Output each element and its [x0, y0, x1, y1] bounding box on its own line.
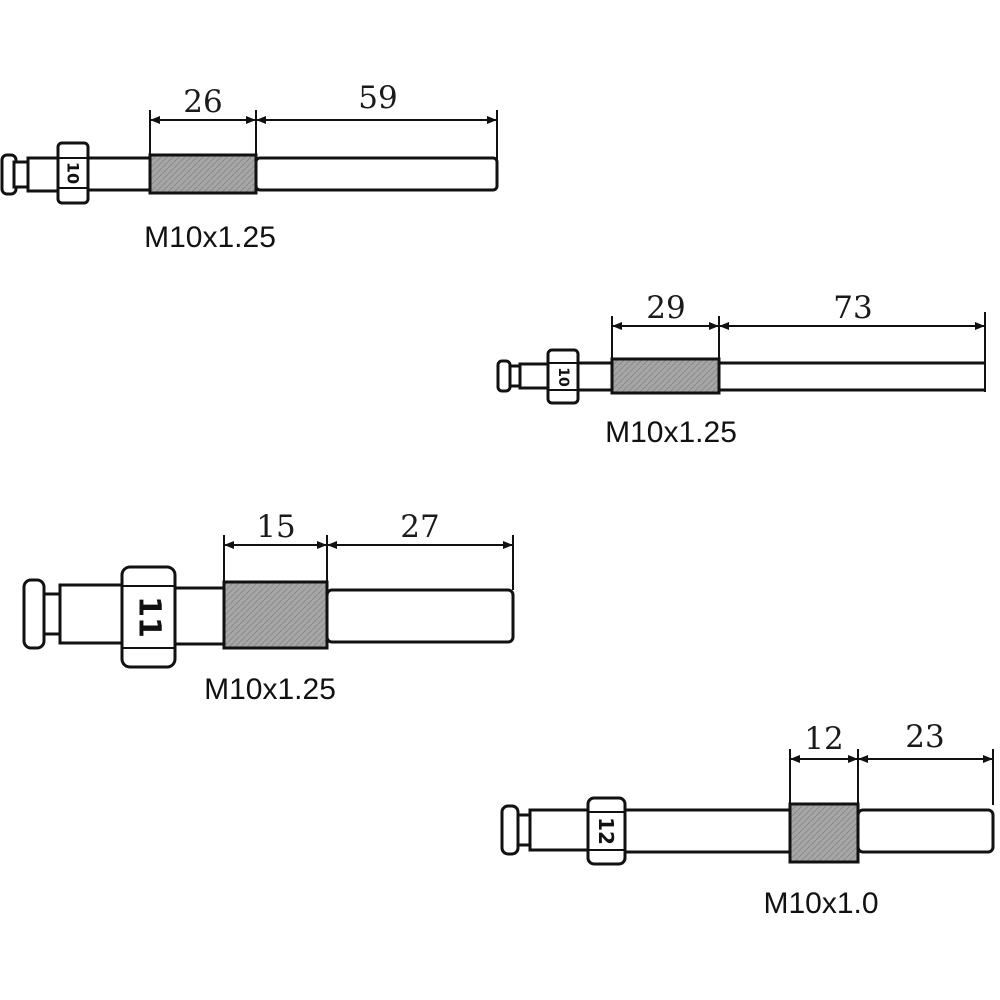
tool-4-thread [788, 802, 860, 864]
tool-3: 15 27 11 M10x1.25 [22, 509, 515, 706]
tool-2-body [496, 348, 985, 405]
tool-3-thread-length: 15 [256, 509, 295, 545]
tool-3-body [22, 565, 515, 669]
tool-2-dimension-lines [611, 312, 986, 392]
tool-4-body [500, 796, 995, 866]
tool-1-thread-length: 26 [183, 84, 222, 120]
tool-3-dimension-lines [223, 535, 514, 590]
tool-4: 12 23 12 M10x1.0 [500, 719, 995, 920]
tool-1-spec: M10x1.25 [144, 221, 276, 254]
tool-4-thread-length: 12 [804, 721, 843, 757]
tool-4-dimension-lines [789, 749, 994, 805]
tool-2: 29 73 10 M10x1.25 [496, 290, 986, 449]
tool-3-shaft-length: 27 [400, 509, 439, 545]
tool-1-shaft-length: 59 [358, 80, 397, 116]
tool-2-thread [610, 357, 721, 395]
tool-2-spec: M10x1.25 [605, 416, 737, 449]
tool-3-spec: M10x1.25 [204, 673, 336, 706]
tool-1-thread [148, 153, 258, 195]
tool-1-body [0, 141, 499, 205]
tool-4-hex-label: 12 [594, 817, 618, 845]
tool-2-hex-label: 10 [555, 367, 571, 387]
tool-1-hex-label: 10 [64, 162, 83, 184]
tool-2-shaft-length: 73 [833, 290, 872, 326]
tool-2-thread-length: 29 [646, 290, 685, 326]
tool-3-hex-label: 11 [132, 596, 167, 638]
tool-3-thread [222, 580, 329, 650]
tool-1: 26 59 10 M10x1.25 [0, 80, 499, 254]
tool-1-dimension-lines [149, 110, 498, 160]
tool-4-spec: M10x1.0 [763, 887, 878, 920]
tool-4-shaft-length: 23 [905, 719, 944, 755]
